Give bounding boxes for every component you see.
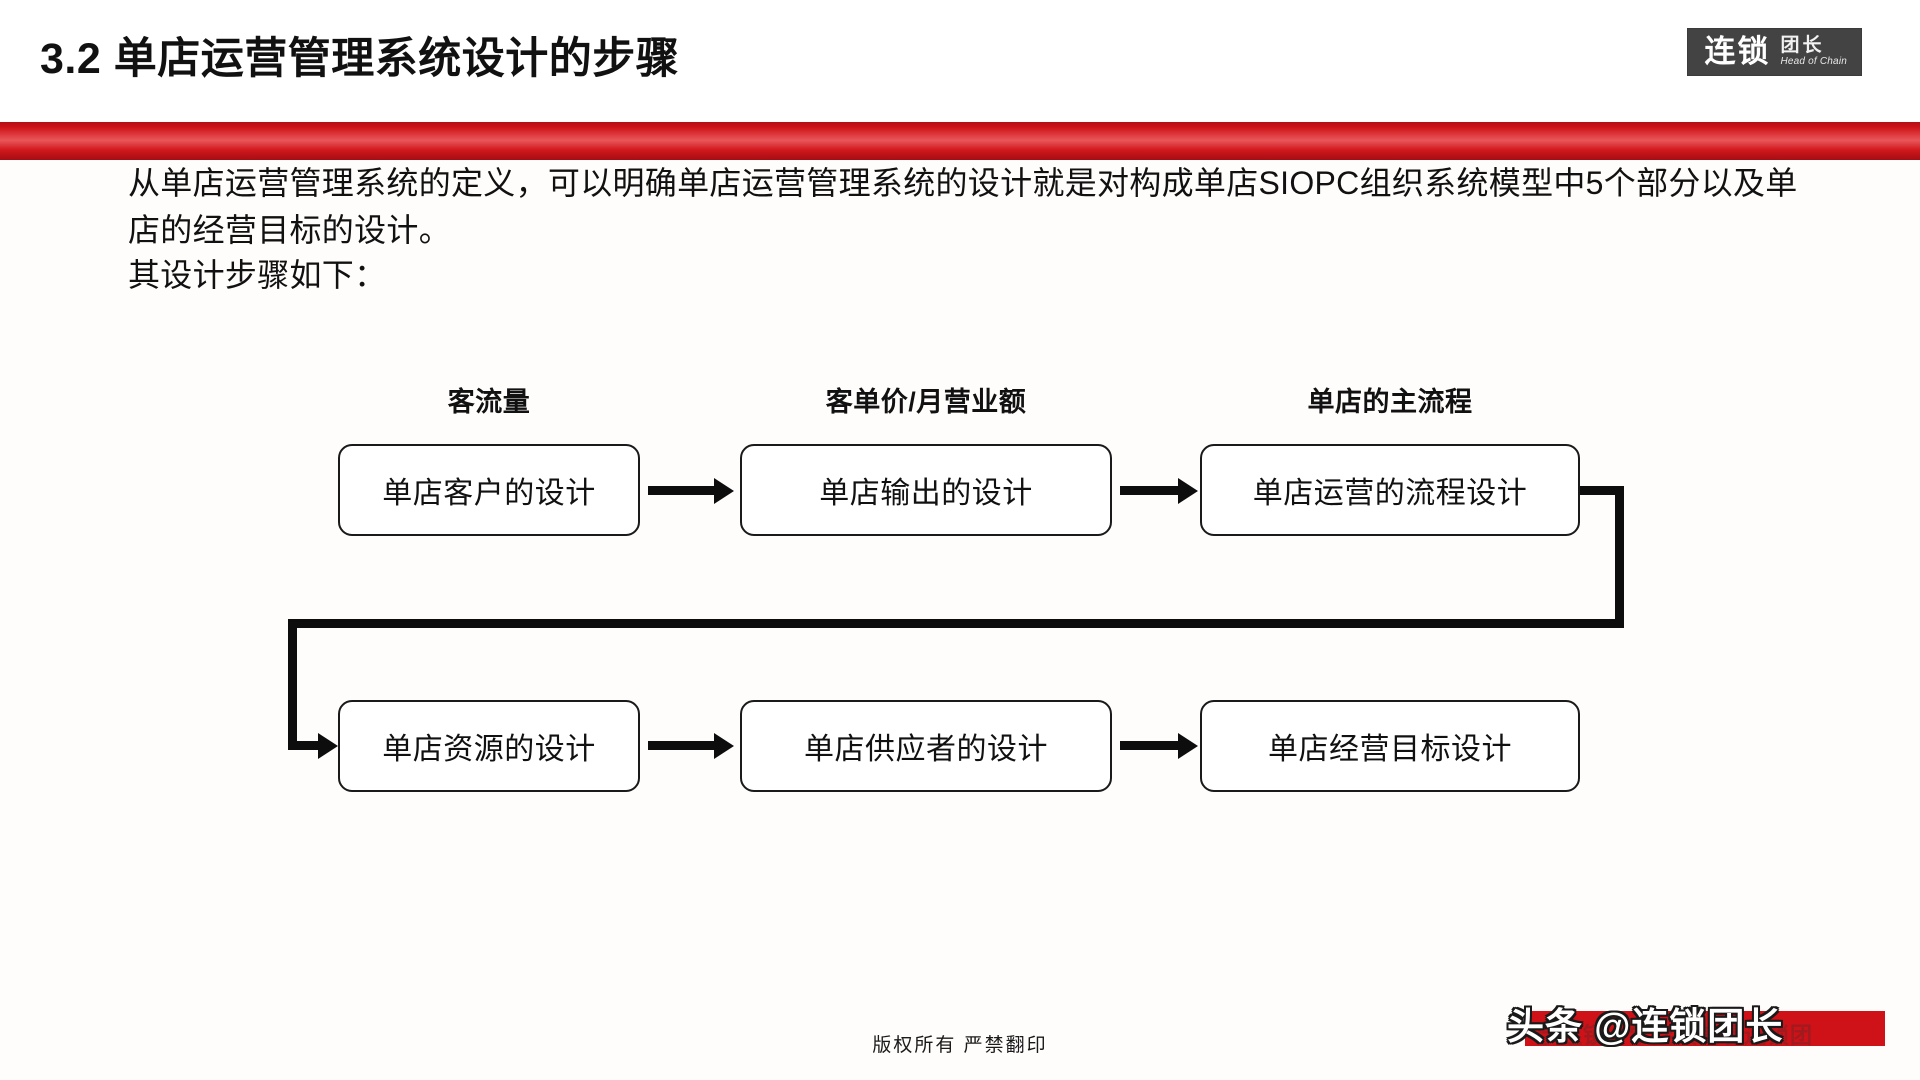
column-header-traffic: 客流量: [447, 387, 531, 417]
watermark-red-block: [1525, 1011, 1885, 1046]
brand-logo-english: Head of Chain: [1780, 56, 1847, 67]
arrow-n2-n3-head: [1178, 478, 1198, 504]
arrow-n5-n6-shaft: [1120, 741, 1178, 750]
wrap-seg-right: [1580, 486, 1624, 495]
node-store-supplier-design[interactable]: 单店供应者的设计: [740, 700, 1112, 792]
arrow-wrap-head: [318, 733, 338, 759]
body-paragraph-2: 其设计步骤如下：: [128, 257, 387, 293]
arrow-n1-n2-head: [714, 478, 734, 504]
arrow-n5-n6-head: [1178, 733, 1198, 759]
brand-logo-right: 团长 Head of Chain: [1780, 36, 1847, 67]
wrap-seg-down-left: [288, 619, 297, 745]
brand-logo-sub: 团长: [1780, 35, 1825, 56]
column-header-unit-price: 客单价/月营业额: [825, 387, 1027, 417]
arrow-n1-n2-shaft: [648, 486, 714, 495]
node-store-process-design[interactable]: 单店运营的流程设计: [1200, 444, 1580, 536]
wrap-seg-into-n4: [288, 741, 322, 750]
brand-logo: 连锁 团长 Head of Chain: [1687, 28, 1862, 76]
slide-header: 3.2 单店运营管理系统设计的步骤 连锁 团长 Head of Chain: [0, 0, 1920, 122]
node-store-business-goal-design[interactable]: 单店经营目标设计: [1200, 700, 1580, 792]
copyright-notice: 版权所有 严禁翻印: [872, 1035, 1048, 1056]
column-header-main-process: 单店的主流程: [1307, 387, 1473, 417]
watermark-main-text: 头条 @连锁团长: [1507, 1006, 1784, 1047]
wrap-seg-across: [288, 619, 1624, 628]
watermark-faint-text: 学连锁，学连锁就看连锁团: [1537, 1023, 1814, 1048]
watermark: 学连锁，学连锁就看连锁团 头条 @连锁团长: [1507, 1000, 1902, 1054]
brand-logo-main: 连锁: [1704, 34, 1771, 69]
body-paragraph-1: 从单店运营管理系统的定义，可以明确单店运营管理系统的设计就是对构成单店SIOPC…: [128, 165, 1798, 248]
page-title: 3.2 单店运营管理系统设计的步骤: [40, 35, 680, 83]
wrap-seg-down-right: [1615, 486, 1624, 628]
node-store-resource-design[interactable]: 单店资源的设计: [338, 700, 640, 792]
arrow-n4-n5-shaft: [648, 741, 714, 750]
arrow-n4-n5-head: [714, 733, 734, 759]
red-divider-bar: [0, 122, 1920, 160]
arrow-n2-n3-shaft: [1120, 486, 1178, 495]
node-store-customer-design[interactable]: 单店客户的设计: [338, 444, 640, 536]
node-store-output-design[interactable]: 单店输出的设计: [740, 444, 1112, 536]
